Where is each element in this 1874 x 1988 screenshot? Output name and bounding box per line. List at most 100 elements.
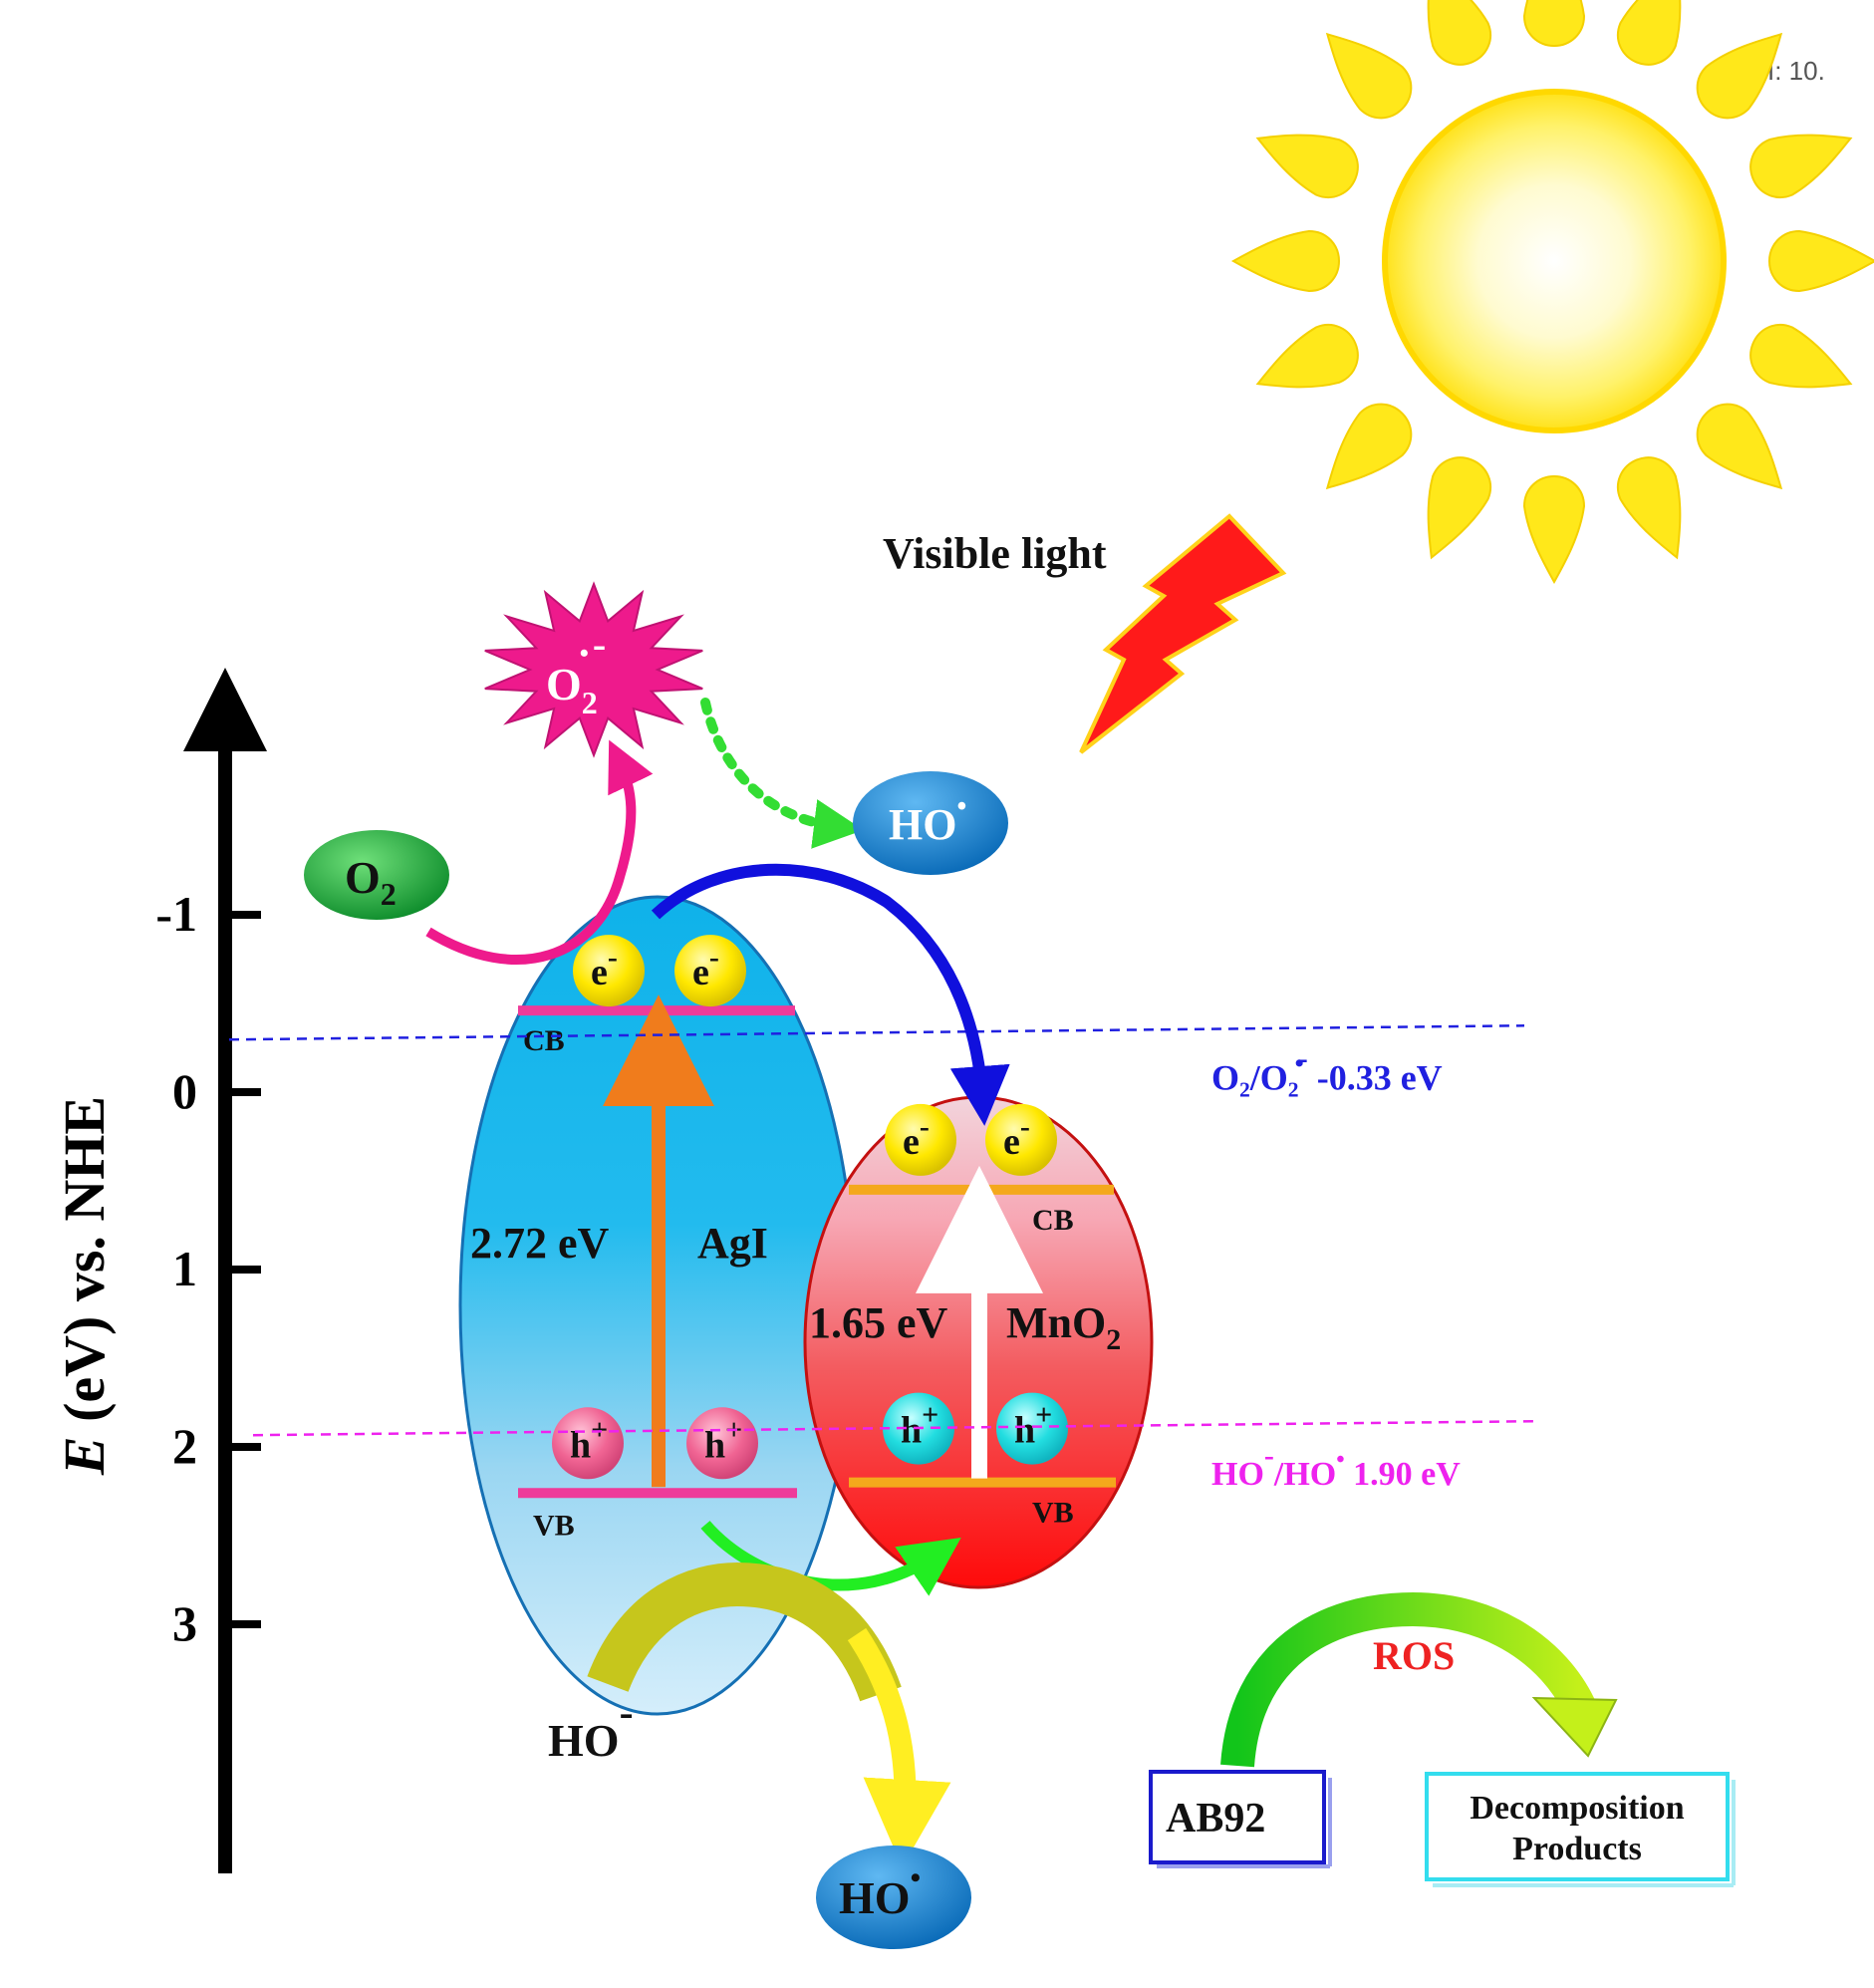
hydroxyl-radical-bottom-text: HO• <box>839 1861 921 1923</box>
superoxide-text: O2 •- <box>546 622 606 720</box>
hydroxyl-radical-bottom-blob <box>816 1846 971 1949</box>
sun-disc <box>1382 89 1727 433</box>
visible-light-label: Visible light <box>883 529 1107 578</box>
hydroxyl-radical-top-blob <box>853 771 1008 875</box>
sun-ray-11 <box>1255 323 1359 389</box>
mno2-electron-1-charge: - <box>920 1110 930 1143</box>
o2-molecule-blob <box>304 830 449 920</box>
ho-potential-species: HO <box>1211 1456 1264 1493</box>
superoxide-radical: O2 •- <box>484 581 703 758</box>
agi-band-gap: 2.72 eV <box>470 1219 610 1268</box>
mno2-name-sub: 2 <box>1106 1323 1121 1356</box>
agi-electron-2-label: e- <box>692 941 719 994</box>
agi-electrons: e-e- <box>573 935 746 1007</box>
mno2-name-main: MnO <box>1006 1298 1106 1347</box>
sun-ray-0 <box>1522 0 1586 48</box>
sun-ray-15 <box>1427 0 1492 66</box>
electron-transfer-arrow <box>651 863 1010 1126</box>
sun-ray-10 <box>1325 403 1413 490</box>
mno2-hole-2-ball <box>996 1392 1068 1465</box>
mno2-hole-1-symbol: h <box>901 1410 922 1452</box>
axis-tick-label-2: 1 <box>172 1241 197 1296</box>
hydroxide-text: HO- <box>548 1690 634 1766</box>
o2-potential-dot: • <box>1295 1048 1304 1077</box>
sun-ray-9 <box>1427 456 1492 560</box>
agi-hole-1-ball <box>552 1407 624 1480</box>
redox-potentials: O₂/O₂•- -0.33 eV HO-/HO• 1.90 eV <box>228 1024 1535 1493</box>
sun-icon <box>1230 0 1874 585</box>
reactant-label: AB92 <box>1166 1796 1265 1842</box>
hydroxyl-radical-bottom-main: HO <box>839 1872 911 1923</box>
hydroxyl-radical-top-main: HO <box>889 800 956 849</box>
o2-potential-label: O₂/O₂•- -0.33 eV <box>1211 1041 1443 1097</box>
mno2-hole-2-label: h+ <box>1014 1399 1052 1452</box>
hydroxide-oxidation-arrow <box>847 1627 951 1867</box>
mno2-electron-2: e- <box>985 1103 1057 1176</box>
agi-electron-2-ball <box>674 935 746 1007</box>
agi-vb-label: VB <box>533 1509 575 1542</box>
ho-potential-radical: /HO <box>1273 1456 1336 1493</box>
ros-arc <box>1220 1591 1595 1768</box>
mno2-hole-2-charge: + <box>1035 1399 1052 1432</box>
mno2-electron-1-label: e- <box>903 1110 930 1163</box>
axis-tick-label-0: -1 <box>155 886 197 942</box>
mno2-hole-2-symbol: h <box>1014 1410 1035 1452</box>
mno2-vb-label: VB <box>1032 1497 1074 1530</box>
mno2-cb-label: CB <box>1032 1204 1074 1237</box>
ho-potential-value: 1.90 eV <box>1345 1456 1462 1493</box>
sun-ray-13 <box>1255 134 1359 199</box>
superoxide-main: O <box>546 659 582 710</box>
agi-semiconductor: CB VB 2.72 eV AgI e-e- h+h+ <box>458 895 857 1716</box>
superoxide-dot: • <box>580 639 589 668</box>
ho-potential-dot: • <box>1336 1447 1344 1473</box>
agi-hole-1-symbol: h <box>570 1424 591 1466</box>
products-box <box>1425 1772 1730 1881</box>
mno2-hole-2: h+ <box>996 1392 1068 1465</box>
products-label-line2: Products <box>1512 1831 1642 1867</box>
agi-hole-1: h+ <box>552 1407 624 1480</box>
agi-name: AgI <box>697 1219 768 1268</box>
o2-potential-value: -0.33 eV <box>1308 1057 1443 1097</box>
lightning-bolt-icon <box>1079 513 1287 754</box>
reactant-box <box>1149 1770 1326 1864</box>
mno2-electron-1: e- <box>885 1103 956 1176</box>
agi-electron-1-label: e- <box>591 941 618 994</box>
mno2-hole-1-charge: + <box>922 1399 938 1432</box>
sun-ray-12 <box>1230 229 1341 293</box>
hydroxyl-radical-bottom: HO• <box>816 1846 971 1949</box>
superoxide-sub: 2 <box>582 685 598 720</box>
mno2-semiconductor: CB VB 1.65 eV MnO2 e-e- h+h+ <box>803 1095 1154 1589</box>
o2-molecule-text: O2 <box>345 852 397 912</box>
ho-potential-line <box>252 1419 1535 1437</box>
sun-ray-3 <box>1749 134 1853 199</box>
agi-electron-2-symbol: e <box>692 952 709 994</box>
axis-tick-label-4: 3 <box>172 1595 197 1651</box>
agi-hole-1-charge: + <box>591 1413 608 1446</box>
hydroxyl-radical-bottom-dot: • <box>911 1861 922 1894</box>
ho-potential-charge: - <box>1264 1439 1274 1472</box>
sun-ray-7 <box>1616 456 1682 560</box>
hydroxyl-radical-top-dot: • <box>956 791 966 822</box>
sun-ray-1 <box>1616 0 1682 66</box>
o2-reduction-arrow <box>425 739 654 966</box>
mno2-electron-2-charge: - <box>1020 1110 1030 1143</box>
o2-potential-couple: O₂/O₂ <box>1211 1057 1299 1097</box>
superoxide-charge: - <box>593 622 606 667</box>
ros-label: ROS <box>1373 1633 1455 1678</box>
hydroxyl-radical-top: HO• <box>853 771 1008 875</box>
agi-hole-2-symbol: h <box>704 1424 725 1466</box>
hydroxide-charge: - <box>620 1690 634 1736</box>
degradation-scheme: ROS AB92 Decomposition Products <box>1149 1591 1736 1887</box>
mno2-band-gap: 1.65 eV <box>809 1298 948 1347</box>
mno2-name: MnO2 <box>1006 1298 1121 1356</box>
sun-ray-4 <box>1767 229 1874 293</box>
mno2-electron-2-label: e- <box>1003 1110 1030 1163</box>
sun-ray-2 <box>1696 32 1783 120</box>
axis-label-symbol: E <box>52 1436 117 1476</box>
mno2-electron-1-ball <box>885 1103 956 1176</box>
o2-molecule-main: O <box>345 852 381 903</box>
hydroxide-main: HO <box>548 1715 620 1766</box>
superoxide-burst-icon <box>484 581 703 758</box>
hydroxide-oxidation-arc <box>587 1562 902 1702</box>
